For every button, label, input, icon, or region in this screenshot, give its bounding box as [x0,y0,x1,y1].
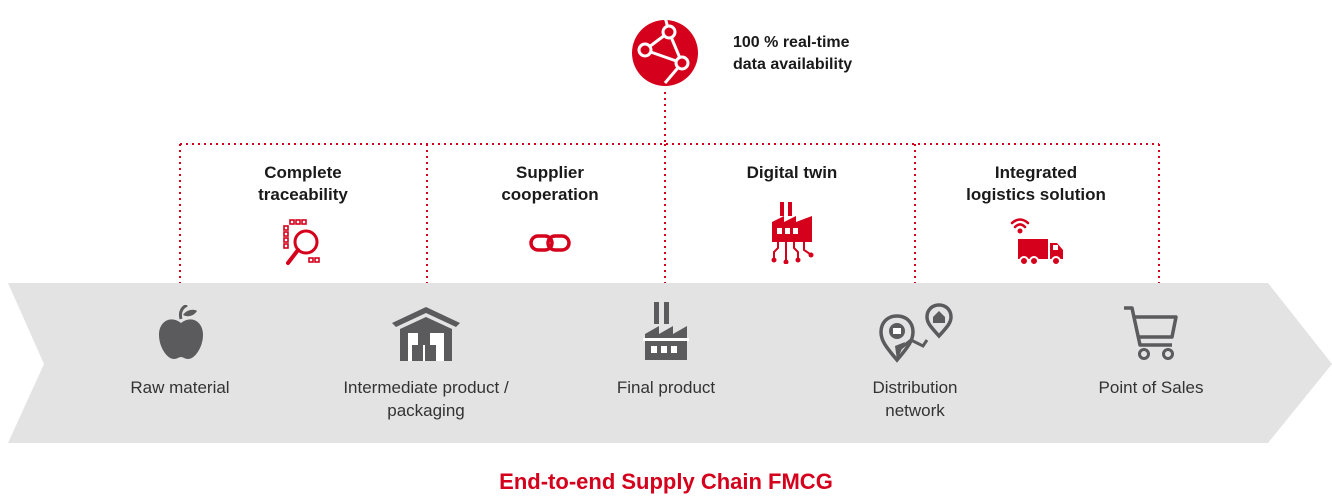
supply-chain-band [8,283,1332,443]
capability-line1: Digital twin [746,163,838,182]
stage-line1: Intermediate product / [343,378,509,397]
stage-line2: network [885,401,945,420]
hub-label-line2: data availability [733,56,853,73]
stage-raw-material-label: Raw material [90,376,270,399]
digital-factory-icon [768,200,816,264]
capability-traceability-label: Complete traceability [213,162,393,206]
hub-label-line1: 100 % real-time [733,34,850,51]
shopping-cart-icon [1122,305,1180,361]
traceability-magnifier-icon [281,218,325,270]
stage-distribution-label: Distribution network [825,376,1005,422]
capability-line2: logistics solution [966,185,1106,204]
globe-network-icon [625,13,705,93]
capability-logistics-label: Integrated logistics solution [936,162,1136,206]
stage-line1: Distribution [872,378,958,397]
capability-line2: cooperation [501,185,599,204]
warehouse-icon [390,305,462,361]
map-pins-icon [879,302,955,364]
stage-point-of-sales-label: Point of Sales [1061,376,1241,399]
diagram-title: End-to-end Supply Chain FMCG [499,469,833,494]
stage-final-product-label: Final product [576,376,756,399]
chain-link-icon [529,233,571,253]
stage-intermediate-label: Intermediate product / packaging [306,376,546,422]
stage-line2: packaging [387,401,465,420]
capability-digital-twin-label: Digital twin [702,162,882,184]
capability-line1: Integrated [994,163,1078,182]
capability-line2: traceability [258,185,348,204]
apple-icon [157,305,205,361]
stage-line1: Raw material [130,378,230,397]
connected-truck-icon [1006,215,1066,271]
capability-line1: Supplier [515,163,584,182]
stage-line1: Point of Sales [1098,378,1204,397]
hub-label: 100 % real-time data availability [733,32,973,76]
stage-line1: Final product [616,378,716,397]
capability-supplier-label: Supplier cooperation [460,162,640,206]
factory-icon [643,302,689,360]
capability-line1: Complete [264,163,342,182]
